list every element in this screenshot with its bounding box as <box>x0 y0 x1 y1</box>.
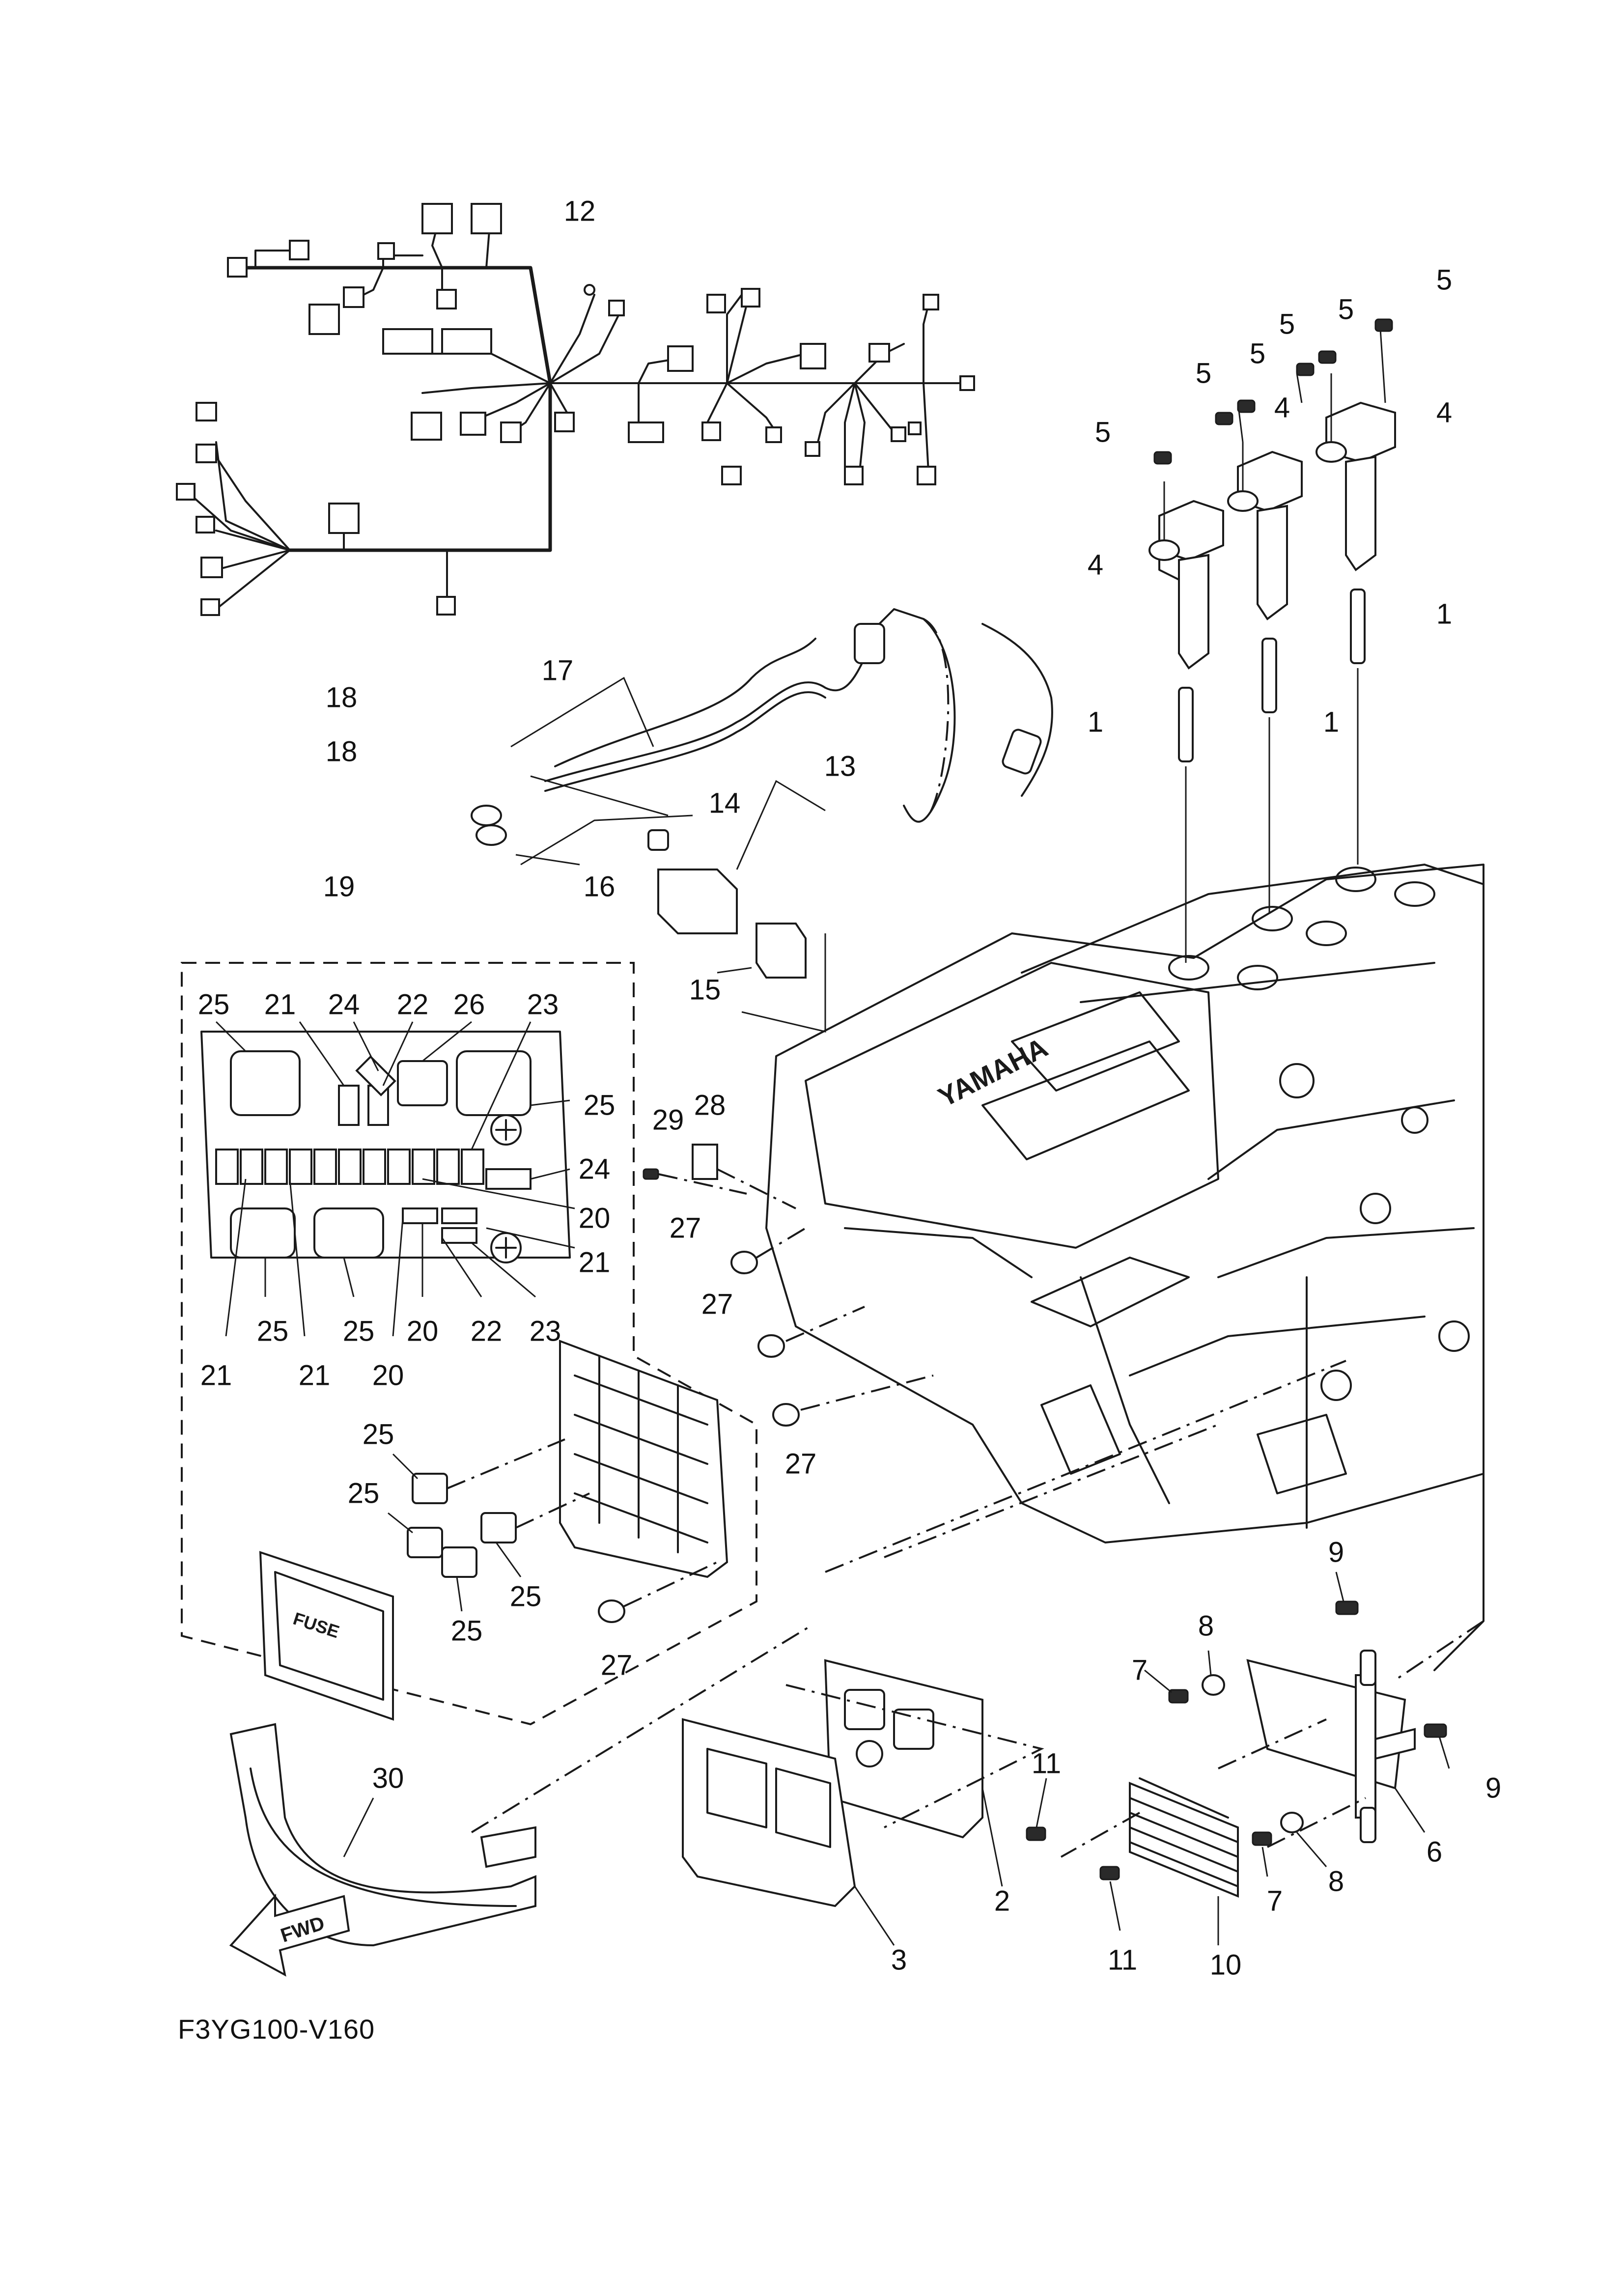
ignition-leads <box>471 608 1053 1033</box>
bracket-30 <box>229 1625 812 1947</box>
callout-5: 5 <box>1196 358 1211 390</box>
callout-5: 5 <box>1279 309 1295 340</box>
callout-23: 23 <box>530 1316 561 1347</box>
callout-12: 12 <box>564 196 596 227</box>
callout-24: 24 <box>579 1153 611 1185</box>
callout-27: 27 <box>670 1212 701 1244</box>
rectifier-regulator <box>1061 1276 1484 1945</box>
callout-25: 25 <box>198 989 230 1021</box>
callout-4: 4 <box>1088 549 1103 581</box>
callout-21: 21 <box>264 989 296 1021</box>
callout-22: 22 <box>471 1316 503 1347</box>
callout-16: 16 <box>584 871 616 903</box>
callout-25: 25 <box>584 1090 616 1122</box>
callout-27: 27 <box>785 1448 817 1480</box>
callout-18: 18 <box>326 682 358 714</box>
callout-10: 10 <box>1210 1949 1242 1981</box>
callout-11: 11 <box>1032 1748 1061 1780</box>
callout-20: 20 <box>372 1360 404 1392</box>
callout-20: 20 <box>407 1316 439 1347</box>
callout-29: 29 <box>652 1104 684 1136</box>
callout-17: 17 <box>542 655 574 687</box>
callout-6: 6 <box>1427 1836 1442 1868</box>
wire-harness <box>176 203 975 616</box>
callout-1: 1 <box>1436 598 1452 630</box>
engine-block: YAMAHA <box>765 864 1484 1543</box>
callout-15: 15 <box>689 974 721 1006</box>
callout-19: 19 <box>323 871 355 903</box>
callout-9: 9 <box>1485 1772 1501 1804</box>
callout-5: 5 <box>1436 264 1452 296</box>
callout-25: 25 <box>510 1581 542 1613</box>
grommets-and-clips <box>598 1144 934 1623</box>
callout-30: 30 <box>372 1763 404 1795</box>
callout-27: 27 <box>601 1650 633 1682</box>
callout-4: 4 <box>1436 397 1452 429</box>
callout-5: 5 <box>1250 338 1265 370</box>
callout-1: 1 <box>1323 706 1339 738</box>
fasteners <box>1026 1571 1450 1931</box>
callout-11: 11 <box>1108 1944 1137 1976</box>
ignition-coils <box>1148 318 1396 670</box>
callout-21: 21 <box>579 1247 611 1279</box>
callout-25: 25 <box>451 1615 483 1647</box>
callout-27: 27 <box>701 1289 733 1320</box>
callout-25: 25 <box>348 1478 380 1510</box>
callout-13: 13 <box>824 751 856 783</box>
callout-2: 2 <box>994 1885 1010 1917</box>
callout-21: 21 <box>299 1360 331 1392</box>
callout-21: 21 <box>200 1360 232 1392</box>
callout-22: 22 <box>397 989 429 1021</box>
callout-8: 8 <box>1198 1610 1214 1642</box>
callout-5: 5 <box>1338 294 1354 326</box>
callout-25: 25 <box>257 1316 289 1347</box>
callout-20: 20 <box>579 1203 611 1234</box>
spark-plugs <box>1178 589 1366 963</box>
callout-25: 25 <box>363 1419 394 1451</box>
callout-25: 25 <box>343 1316 375 1347</box>
diagram-code: F3YG100-V160 <box>178 2014 375 2045</box>
callout-18: 18 <box>326 736 358 768</box>
callout-7: 7 <box>1267 1885 1283 1917</box>
ecm-unit <box>682 1360 1346 1946</box>
callout-24: 24 <box>328 989 360 1021</box>
callout-1: 1 <box>1088 706 1103 738</box>
callout-4: 4 <box>1274 392 1290 424</box>
callout-26: 26 <box>453 989 485 1021</box>
fuse-box-assembly: FUSE <box>181 962 757 1726</box>
callout-8: 8 <box>1328 1866 1344 1898</box>
callout-14: 14 <box>709 787 741 819</box>
callout-28: 28 <box>694 1090 726 1122</box>
callout-5: 5 <box>1095 417 1111 449</box>
callout-labels: 12 5 5 5 5 5 5 4 4 4 1 1 1 18 18 17 13 1… <box>198 196 1501 1981</box>
callout-9: 9 <box>1328 1537 1344 1569</box>
callout-7: 7 <box>1132 1655 1148 1686</box>
callout-23: 23 <box>527 989 559 1021</box>
callout-3: 3 <box>891 1944 907 1976</box>
